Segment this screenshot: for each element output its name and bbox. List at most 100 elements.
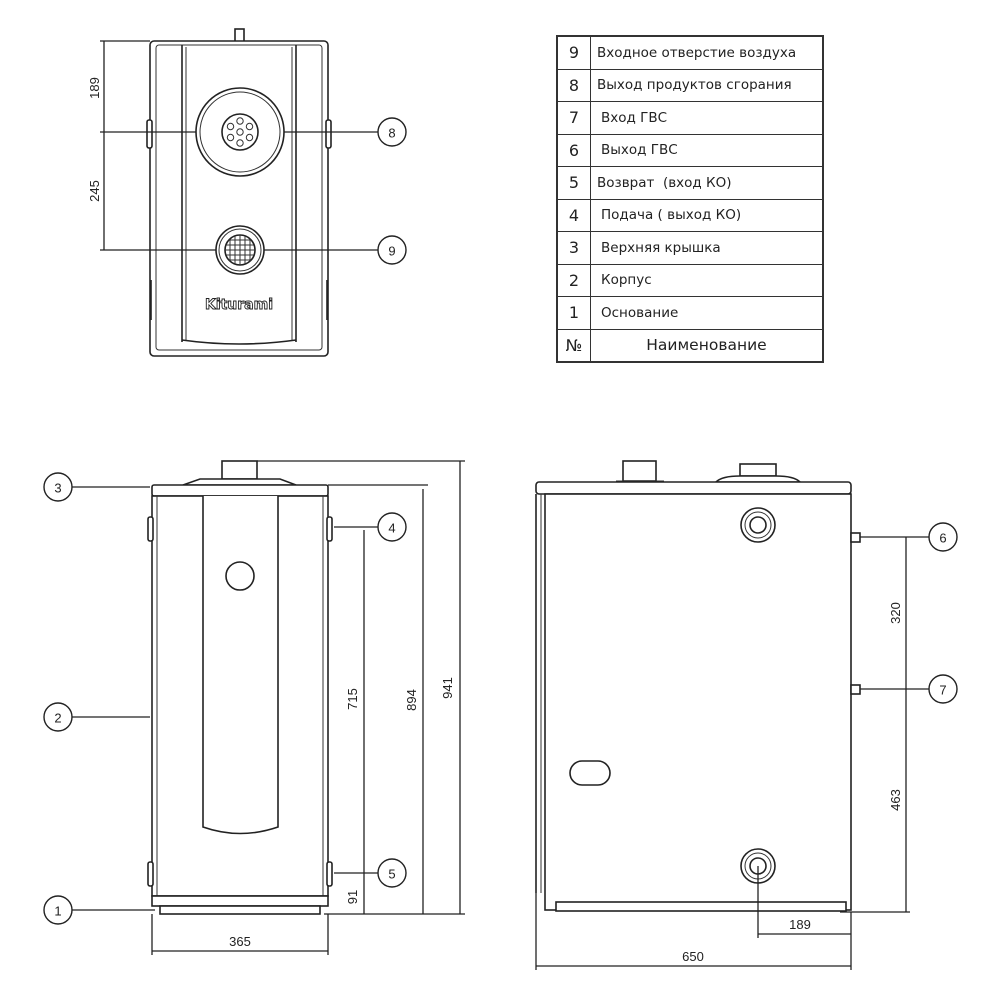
callout-9-label: 9 <box>388 244 395 259</box>
side-handle <box>146 119 153 149</box>
flue-stub <box>622 460 657 482</box>
dim-715: 715 <box>345 688 360 710</box>
dim-189-top: 189 <box>87 77 102 99</box>
callout-8-label: 8 <box>388 126 395 141</box>
top-cover-hump <box>182 478 297 486</box>
legend-name: Корпус <box>590 263 824 297</box>
dim-91: 91 <box>345 890 360 904</box>
legend-num: 4 <box>556 198 591 232</box>
legend-num: 9 <box>556 35 591 70</box>
front-view: 941 894 715 91 365 3 4 2 5 1 <box>43 460 465 955</box>
brand-logo: Kiturami <box>205 297 273 313</box>
flue-holes <box>226 117 254 147</box>
top-stub <box>234 28 245 43</box>
legend-name: Подача ( выход КО) <box>590 198 824 232</box>
flue-hole <box>236 117 244 125</box>
flue-hole <box>226 133 235 142</box>
flue-hole <box>236 128 244 136</box>
callout-6-label: 6 <box>939 531 946 546</box>
flue-outlet-ring <box>199 91 281 173</box>
callout-5-label: 5 <box>388 867 395 882</box>
dim-189-side: 189 <box>789 917 811 932</box>
legend-name: Возврат (вход КО) <box>590 166 824 200</box>
upper-connection-ring <box>744 511 772 539</box>
flue-hole <box>245 133 254 142</box>
side-fitting <box>326 861 333 887</box>
side-fitting <box>147 516 154 542</box>
callout-3-label: 3 <box>54 481 61 496</box>
legend-name: Основание <box>590 296 824 330</box>
legend-num: 8 <box>556 68 591 102</box>
dim-894: 894 <box>404 689 419 711</box>
front-panel <box>202 496 279 835</box>
dhw-outlet-fitting <box>850 532 861 543</box>
legend-num: 6 <box>556 133 591 167</box>
callout-1-label: 1 <box>54 904 61 919</box>
dim-941: 941 <box>440 677 455 699</box>
flue-collar <box>221 460 258 480</box>
dhw-inlet-fitting <box>850 684 861 695</box>
callout-4 <box>377 512 407 542</box>
callout-9 <box>377 235 407 265</box>
top-view: Kiturami 189 245 8 9 <box>87 28 407 357</box>
legend-name: Вход ГВС <box>590 101 824 135</box>
base <box>151 895 329 907</box>
legend-name: Входное отверстие воздуха <box>590 35 824 70</box>
side-top-cover <box>535 481 852 495</box>
dim-463: 463 <box>888 789 903 811</box>
legend-header-name: Наименование <box>590 328 824 363</box>
side-fitting <box>326 516 333 542</box>
dim-245: 245 <box>87 180 102 202</box>
callout-2 <box>43 702 73 732</box>
top-view-inner-frame <box>155 44 323 351</box>
side-body <box>544 493 852 911</box>
side-fitting <box>147 861 154 887</box>
air-inlet-mesh <box>225 235 255 265</box>
callout-4-label: 4 <box>388 521 395 536</box>
callout-1 <box>43 895 73 925</box>
top-cover <box>151 484 329 497</box>
upper-connection-bore <box>749 516 767 534</box>
callout-3 <box>43 472 73 502</box>
air-stub-base <box>714 475 802 483</box>
air-stub <box>739 463 777 477</box>
callout-2-label: 2 <box>54 711 61 726</box>
callout-5 <box>377 858 407 888</box>
callout-7 <box>928 674 958 704</box>
callout-6 <box>928 522 958 552</box>
air-inlet-ring <box>218 228 262 272</box>
legend-num: 3 <box>556 231 591 265</box>
flue-hole <box>226 122 235 131</box>
legend-num: 7 <box>556 101 591 135</box>
top-view-body <box>149 40 329 357</box>
legend-num: 2 <box>556 263 591 297</box>
dim-320: 320 <box>888 602 903 624</box>
side-view: 320 463 189 650 6 7 <box>535 460 958 970</box>
legend-name: Верхняя крышка <box>590 231 824 265</box>
legend-num: 1 <box>556 296 591 330</box>
viewing-port <box>225 561 255 591</box>
legend-header-num: № <box>556 328 591 363</box>
side-handle <box>325 119 332 149</box>
legend-name: Выход продуктов сгорания <box>590 68 824 102</box>
legend-name: Выход ГВС <box>590 133 824 167</box>
panel-bottom-curve <box>181 339 297 345</box>
callout-8 <box>377 117 407 147</box>
legend-num: 5 <box>556 166 591 200</box>
flue-hole <box>245 122 254 131</box>
dim-650: 650 <box>682 949 704 964</box>
flue-hole <box>236 139 244 147</box>
dim-365: 365 <box>229 934 251 949</box>
